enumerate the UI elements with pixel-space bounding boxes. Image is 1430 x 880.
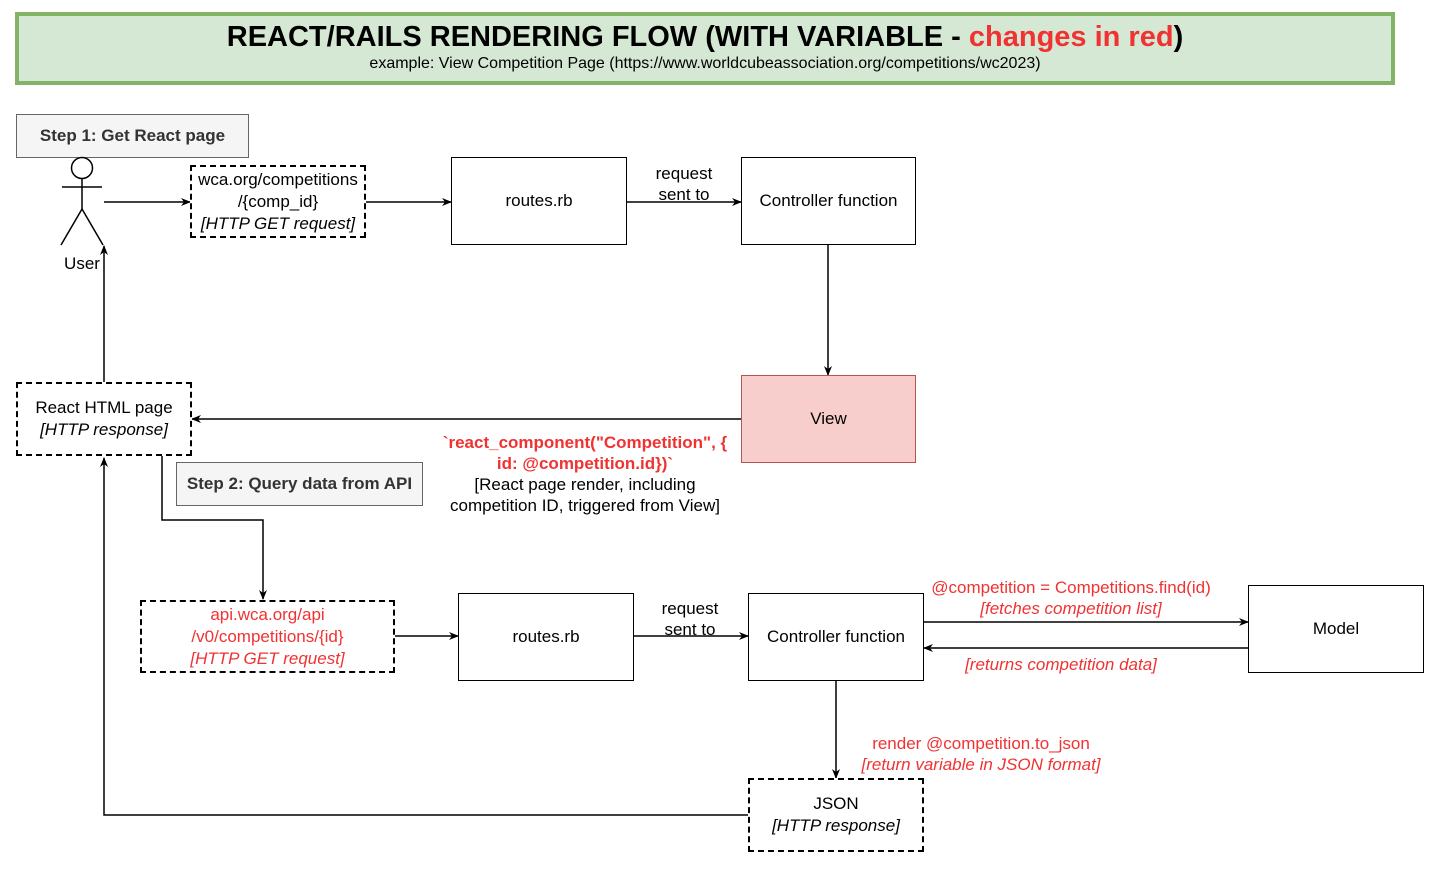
title-red-highlight: changes in red <box>968 21 1174 53</box>
diagram-title: REACT/RAILS RENDERING FLOW (WITH VARIABL… <box>226 21 1184 53</box>
arrow-json-to-react-html <box>100 457 748 816</box>
controller-box-1: Controller function <box>741 157 916 245</box>
step2-label: Step 2: Query data from API <box>176 462 423 506</box>
routes-box-1: routes.rb <box>451 157 627 245</box>
model-box: Model <box>1248 585 1424 673</box>
diagram-title-box: REACT/RAILS RENDERING FLOW (WITH VARIABL… <box>15 12 1395 85</box>
fetch-annotation: @competition = Competitions.find(id) [fe… <box>931 578 1211 618</box>
user-label: User <box>64 254 100 273</box>
json-response-box: JSON [HTTP response] <box>748 778 924 852</box>
arrow-react-html-to-api <box>161 456 267 600</box>
page-request-box: wca.org/competitions /{comp_id} [HTTP GE… <box>190 165 366 238</box>
render-json-annotation: render @competition.to_json [return vari… <box>861 734 1101 774</box>
step1-label: Step 1: Get React page <box>16 114 249 158</box>
diagram-subtitle: example: View Competition Page (https://… <box>369 55 1041 72</box>
routes-box-2: routes.rb <box>458 593 634 681</box>
controller-box-2: Controller function <box>748 593 924 681</box>
react-render-annotation: `react_component("Competition", { id: @c… <box>442 433 728 515</box>
user-actor-icon <box>60 156 104 246</box>
react-html-page-box: React HTML page [HTTP response] <box>16 382 192 456</box>
return-annotation: [returns competition data] <box>965 655 1157 674</box>
api-request-box: api.wca.org/api /v0/competitions/{id} [H… <box>140 600 395 673</box>
view-box: View <box>741 375 916 463</box>
